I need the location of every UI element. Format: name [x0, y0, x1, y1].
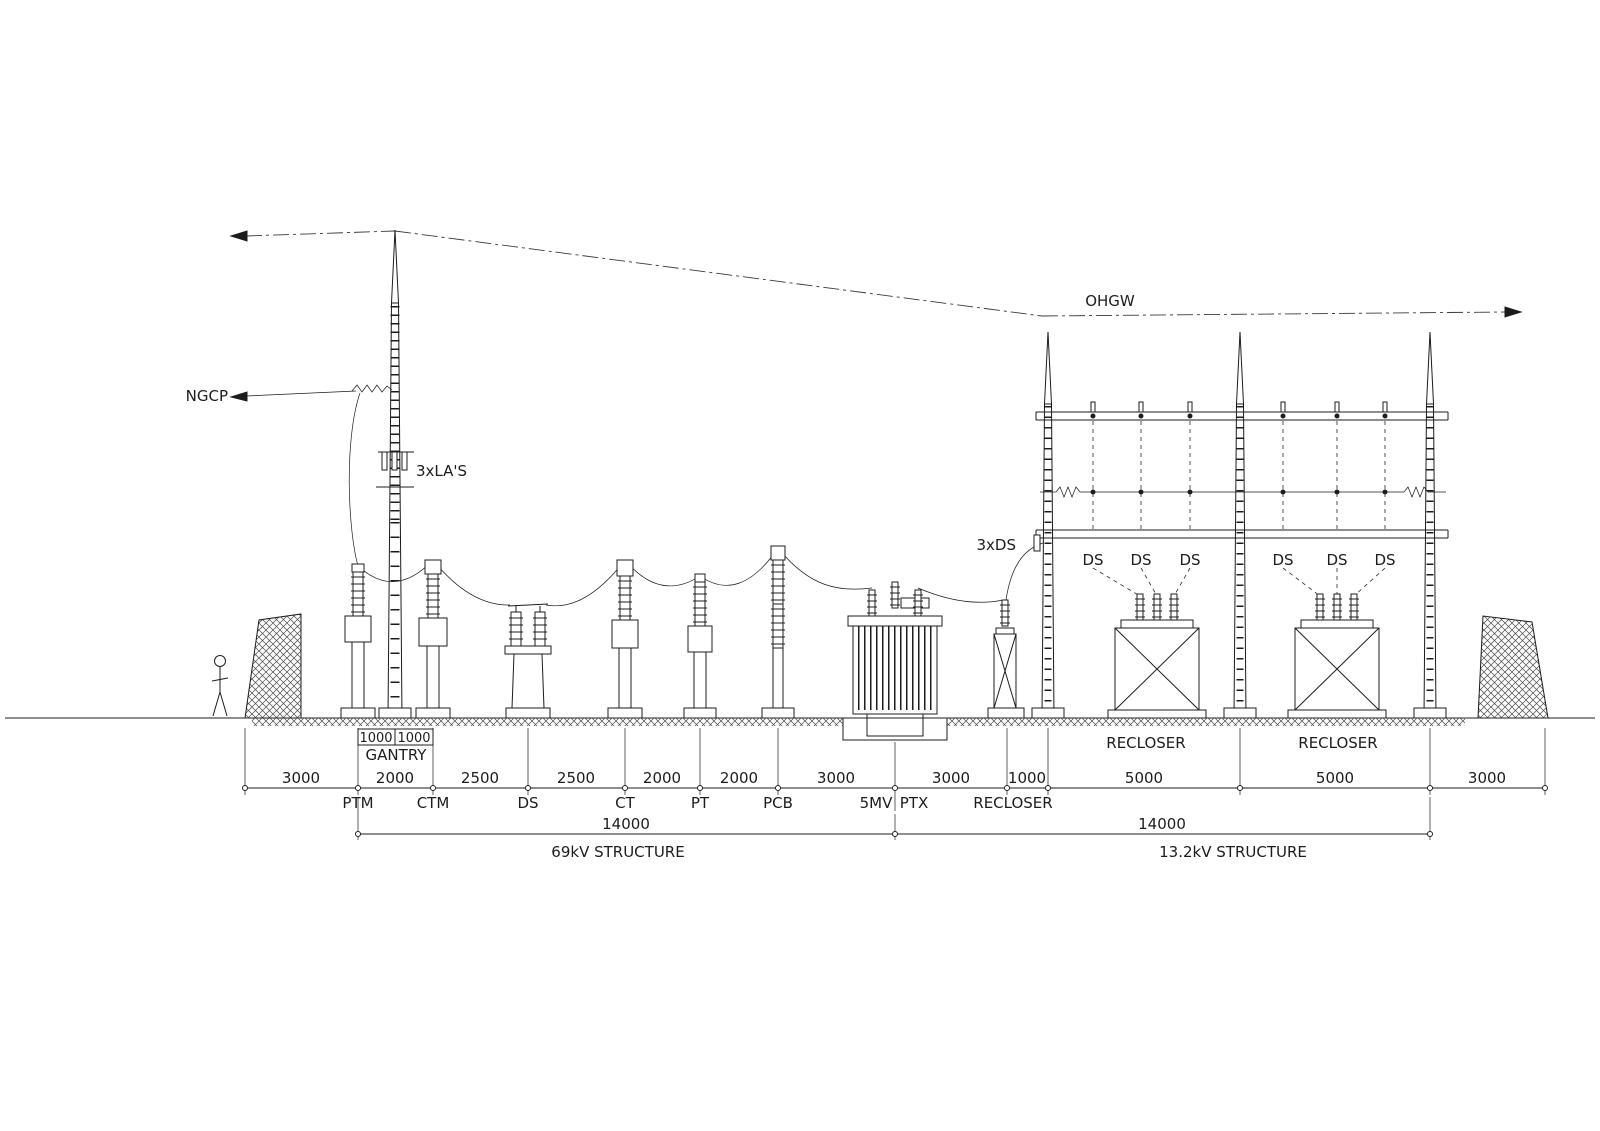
3xds-label: 3xDS: [977, 536, 1017, 554]
ds-label: DS: [1130, 551, 1151, 569]
transformer-pit: [842, 718, 948, 741]
ptm-equipment: [340, 563, 376, 719]
disconnect-switch-69kv: [504, 603, 552, 719]
power-transformer: [842, 581, 948, 741]
ground: [5, 717, 1595, 726]
equipment-name-row: PTM CTM DS CT PT PCB 5MV PTX RECLOSER: [342, 794, 1052, 812]
recloser-69kv: [987, 599, 1025, 719]
gantry-mast: [351, 229, 414, 719]
gravel-strip-right: [947, 718, 1465, 726]
ds-label: DS: [1272, 551, 1293, 569]
dimension-label: 3000: [932, 769, 970, 787]
dimension-values-row1: 3000 2000 2500 2500 2000 2000 3000 3000 …: [282, 769, 1506, 787]
ds-label: DS: [1082, 551, 1103, 569]
arrowhead-right-icon: [1504, 306, 1523, 318]
equipment-label: CT: [615, 794, 635, 812]
pole-3: [1413, 331, 1447, 719]
dimension-label: 2000: [643, 769, 681, 787]
strain-insulator-string: [351, 384, 393, 393]
potential-transformer: [683, 573, 717, 719]
person-figure: [211, 655, 229, 717]
recloser-bay-right: [1287, 593, 1387, 719]
gantry-dimension: 1000 1000 GANTRY: [357, 728, 434, 764]
overhead-ground-wire-lines: [229, 230, 1523, 318]
left-embankment: [244, 613, 302, 719]
ngcp-label: NGCP: [186, 387, 228, 405]
equipment-label: 5MV: [860, 794, 893, 812]
ctm-equipment: [415, 559, 451, 719]
dimension-label: 3000: [282, 769, 320, 787]
equipment-label: CTM: [417, 794, 450, 812]
top-beam: [1035, 401, 1449, 421]
structure-13-2kv: DS DS DS DS DS DS RECLOS: [1031, 331, 1449, 752]
dimension-label: 2500: [557, 769, 595, 787]
dimension-ticks: [242, 785, 1548, 791]
pole-2: [1223, 331, 1257, 719]
arrowhead-left-icon: [229, 230, 248, 242]
dimension-label: 2500: [461, 769, 499, 787]
pole-1: [1031, 331, 1065, 719]
dimension-row-2: 14000 14000: [355, 797, 1433, 840]
equipment-label: DS: [517, 794, 538, 812]
lightning-arresters: [378, 451, 414, 471]
gantry-dim-left: 1000: [359, 731, 392, 746]
ds-label: DS: [1374, 551, 1395, 569]
dimension-label: 1000: [1008, 769, 1046, 787]
recloser-bay-label: RECLOSER: [1298, 734, 1377, 752]
dimension-label: 5000: [1125, 769, 1163, 787]
dimension-label: 2000: [376, 769, 414, 787]
ds-label: DS: [1326, 551, 1347, 569]
ds-labels: DS DS DS DS DS DS: [1082, 551, 1395, 569]
dimension-chain: 3000 2000 2500 2500 2000 2000 3000 3000 …: [242, 728, 1548, 861]
dimension-label: 3000: [1468, 769, 1506, 787]
equipment-label: PT: [691, 794, 710, 812]
surge-arrester-label: 3xLA'S: [416, 462, 467, 480]
recloser-bay-left: [1107, 593, 1207, 719]
current-transformer: [607, 559, 643, 719]
equipment-label: PTX: [900, 794, 928, 812]
structure-label-13-2kv: 13.2kV STRUCTURE: [1159, 843, 1307, 861]
right-embankment: [1477, 615, 1549, 719]
dropper-leads: [1092, 421, 1386, 597]
structure-label-69kv: 69kV STRUCTURE: [551, 843, 684, 861]
dimension-label: 5000: [1316, 769, 1354, 787]
equipment-label: RECLOSER: [973, 794, 1052, 812]
lower-beam: [1033, 529, 1449, 552]
recloser-bay-label: RECLOSER: [1106, 734, 1185, 752]
gravel-strip-left: [252, 718, 843, 726]
equipment-label: PCB: [763, 794, 793, 812]
dimension-label: 3000: [817, 769, 855, 787]
3xds-switch: [1033, 534, 1041, 552]
arrowhead-ngcp-icon: [229, 391, 248, 402]
ohgw-label: OHGW: [1085, 292, 1135, 310]
gantry-label: GANTRY: [366, 746, 428, 764]
dimension-label: 2000: [720, 769, 758, 787]
power-circuit-breaker: [761, 545, 795, 719]
dimension-label: 14000: [1138, 815, 1186, 833]
gantry-dim-right: 1000: [397, 731, 430, 746]
dimension-label: 14000: [602, 815, 650, 833]
ngcp-callout: NGCP: [186, 387, 357, 405]
ds-label: DS: [1179, 551, 1200, 569]
